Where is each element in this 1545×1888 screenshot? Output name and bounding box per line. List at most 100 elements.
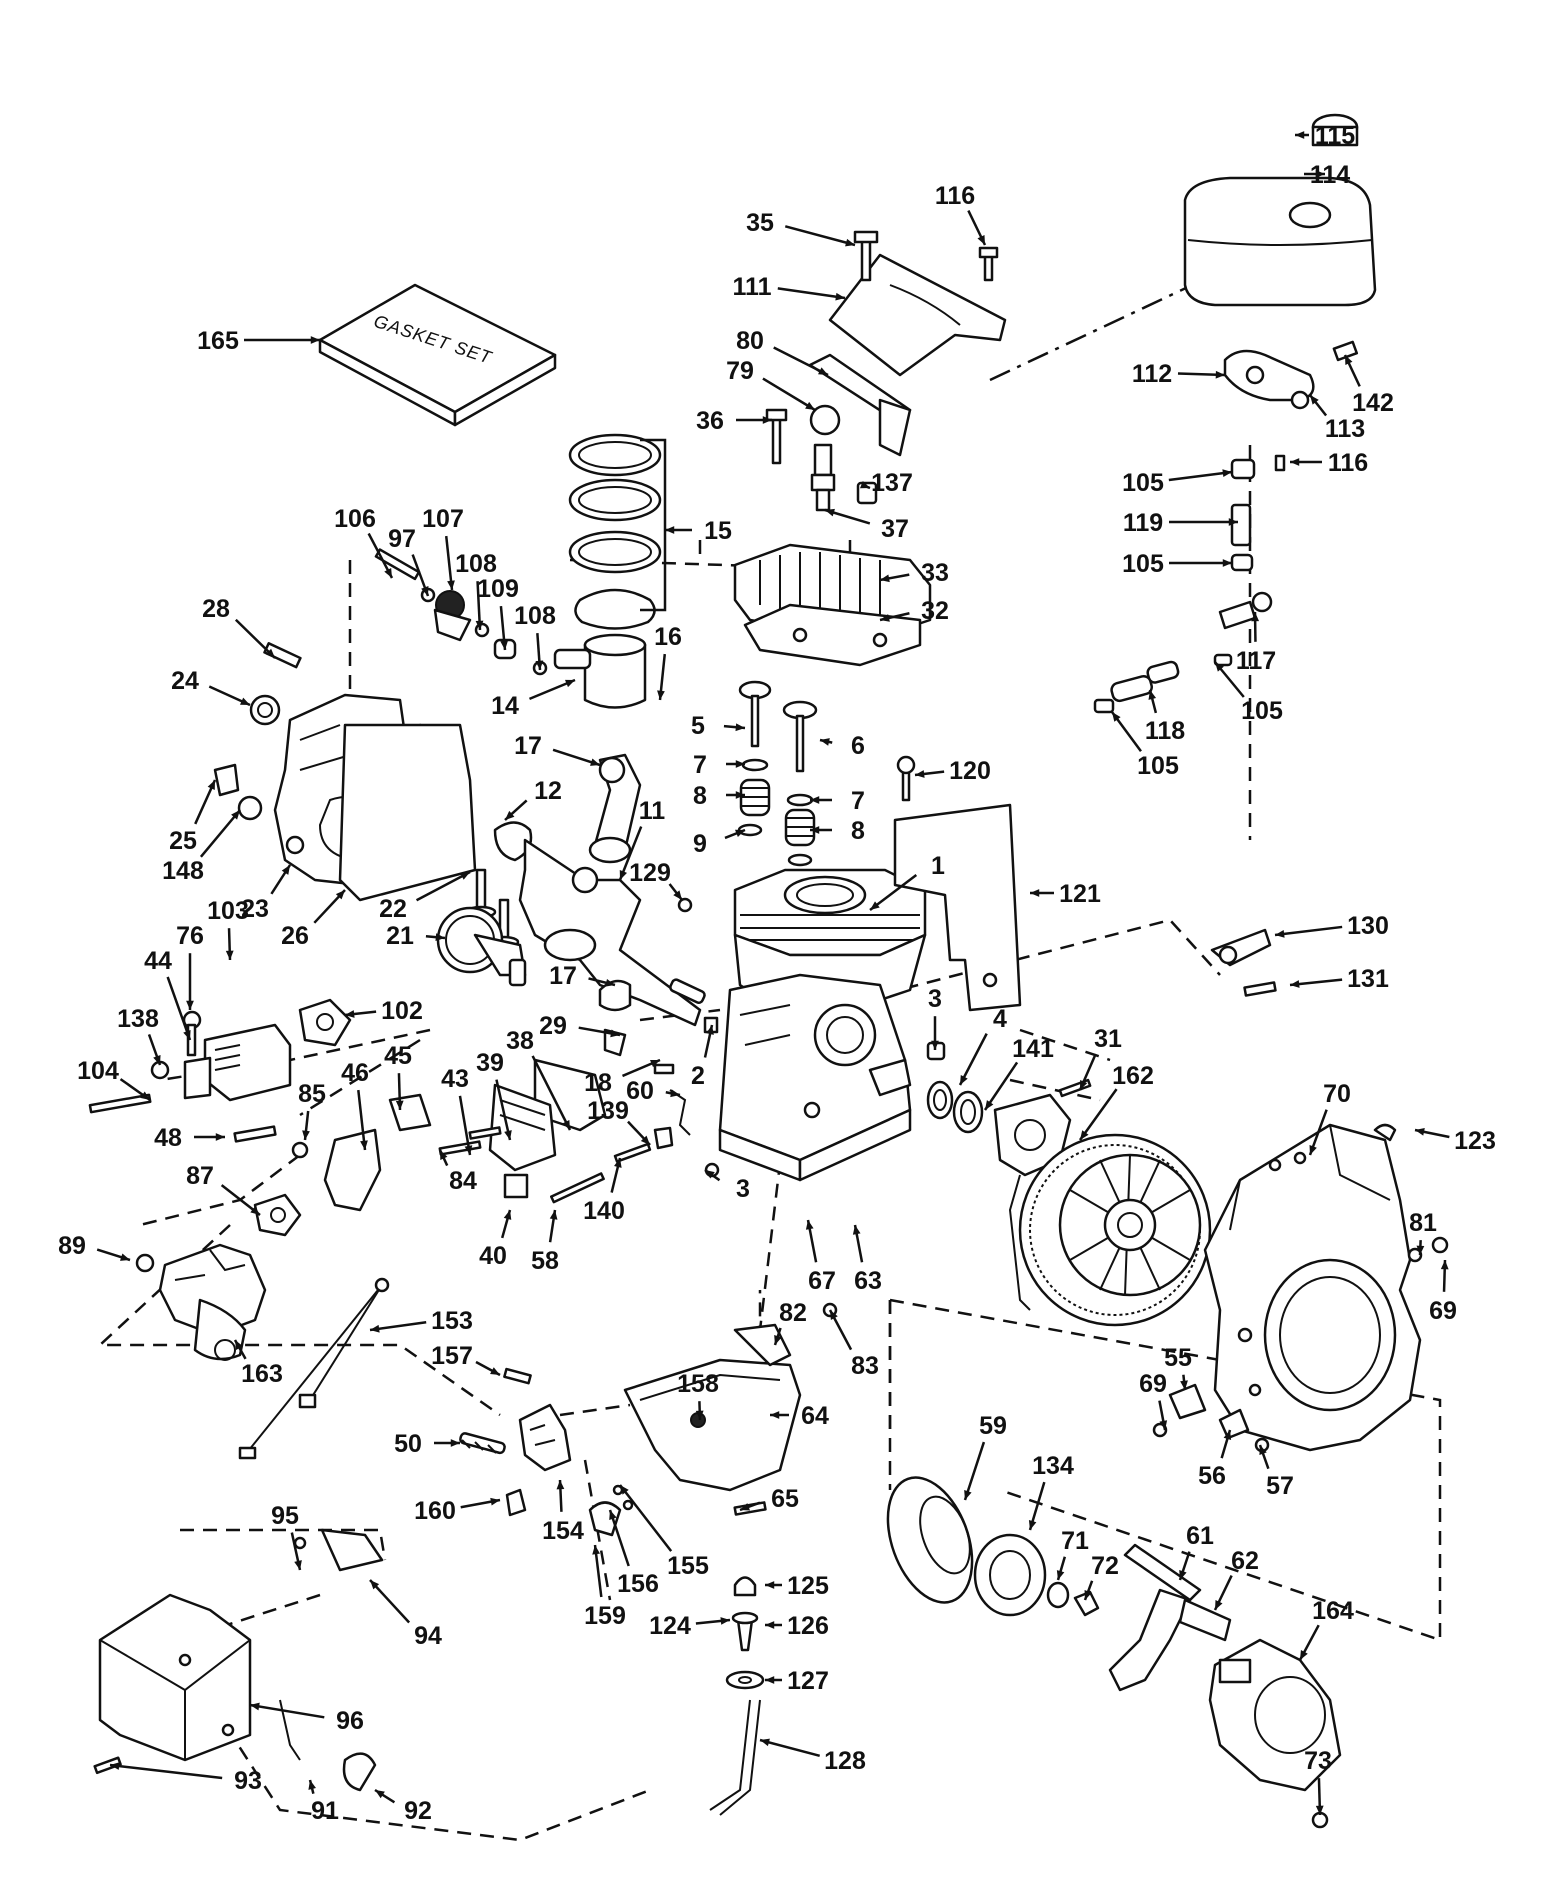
part-number-label: 124 [649, 1612, 691, 1640]
leader-line [759, 1738, 821, 1758]
leader-line [109, 1763, 223, 1780]
leader-arrowhead [370, 1324, 380, 1333]
leader-arrowhead [475, 620, 484, 630]
deflector-plate [893, 755, 1022, 1012]
leader-arrowhead [860, 481, 870, 489]
part-number-label: 14 [491, 692, 519, 720]
leader-arrowhead [765, 1676, 775, 1684]
oil-seals [926, 1080, 984, 1134]
part-number-label: 5 [691, 712, 705, 740]
leader-arrowhead [370, 1580, 380, 1590]
leader-arrowhead [609, 1510, 617, 1520]
part-number-label: 105 [1241, 697, 1283, 725]
part-number-label: 4 [993, 1005, 1007, 1033]
leader-line [199, 809, 241, 858]
small-linkage-parts [598, 979, 946, 1178]
ignition-module [438, 1058, 674, 1204]
part-number-label: 105 [1137, 752, 1179, 780]
part-number-label: 64 [801, 1402, 829, 1430]
part-number-label: 55 [1164, 1344, 1192, 1372]
part-number-label: 17 [549, 962, 577, 990]
connecting-rod [588, 753, 642, 864]
part-number-label: 46 [341, 1059, 369, 1087]
leader-arrowhead [1084, 1590, 1092, 1600]
leader-arrowhead [619, 870, 628, 880]
starter-pulley [886, 1476, 1100, 1617]
leader-arrowhead [590, 758, 600, 766]
part-number-label: 93 [234, 1767, 262, 1795]
leader-arrowhead [1309, 1145, 1317, 1155]
leader-arrowhead [505, 810, 515, 820]
leader-arrowhead [740, 1503, 750, 1511]
leader-arrowhead [183, 1030, 191, 1040]
leader-arrowhead [1080, 1080, 1088, 1090]
leader-arrowhead [810, 826, 820, 834]
part-number-label: 73 [1304, 1747, 1332, 1775]
part-number-label: 8 [851, 817, 865, 845]
part-number-label: 33 [921, 559, 949, 587]
leader-arrowhead [207, 780, 215, 790]
leader-arrowhead [1290, 458, 1300, 466]
leader-arrowhead [1056, 1570, 1065, 1580]
part-number-label: 91 [311, 1797, 339, 1825]
leader-arrowhead [695, 1410, 704, 1420]
leader-line [1274, 925, 1343, 937]
leader-line [458, 1095, 472, 1156]
leader-arrowhead [1112, 712, 1121, 722]
leader-arrowhead [1440, 1260, 1449, 1270]
leader-arrowhead [504, 1130, 512, 1140]
part-number-label: 83 [851, 1352, 879, 1380]
leader-line [784, 225, 856, 247]
part-number-label: 103 [207, 897, 249, 925]
leader-arrowhead [852, 1225, 861, 1235]
leader-line [166, 976, 192, 1041]
leader-line [618, 826, 643, 881]
leader-arrowhead [720, 1617, 730, 1625]
leader-line [983, 1061, 1019, 1111]
part-number-label: 106 [334, 505, 376, 533]
part-number-label: 89 [58, 1232, 86, 1260]
leader-arrowhead [985, 1100, 994, 1110]
part-number-label: 9 [693, 830, 707, 858]
camshaft-gear [436, 906, 527, 987]
part-number-label: 102 [381, 997, 423, 1025]
part-number-label: 158 [677, 1370, 719, 1398]
leader-arrowhead [1315, 170, 1325, 178]
part-number-label: 62 [1231, 1547, 1259, 1575]
leader-arrowhead [1416, 1245, 1425, 1255]
leader-arrowhead [880, 614, 890, 622]
part-number-label: 7 [693, 751, 707, 779]
leader-arrowhead [265, 648, 275, 658]
part-number-label: 121 [1059, 880, 1101, 908]
tank-bracket [1223, 340, 1359, 410]
crankcase-cover [213, 642, 533, 902]
part-number-label: 111 [733, 273, 772, 301]
part-number-label: 67 [808, 1267, 836, 1295]
leader-arrowhead [384, 568, 392, 578]
part-number-label: 164 [1312, 1597, 1354, 1625]
leader-arrowhead [805, 401, 815, 410]
leader-line [249, 1703, 325, 1719]
part-number-label: 128 [824, 1747, 866, 1775]
leader-arrowhead [735, 723, 745, 732]
valves [738, 680, 818, 773]
part-number-label: 12 [534, 777, 562, 805]
leader-line [773, 346, 829, 377]
part-number-label: 28 [202, 595, 230, 623]
leader-line [369, 1579, 411, 1624]
leader-arrowhead [1179, 1570, 1187, 1580]
part-number-label: 11 [639, 797, 666, 825]
part-number-label: 80 [736, 327, 764, 355]
gasket-set-box: GASKET SET [318, 283, 557, 427]
leader-arrowhead [1080, 1130, 1089, 1140]
leader-arrowhead [240, 697, 250, 705]
leader-arrowhead [1228, 518, 1238, 526]
part-number-label: 18 [584, 1069, 612, 1097]
leader-arrowhead [1345, 355, 1353, 365]
part-number-label: 43 [441, 1065, 469, 1093]
leader-arrowhead [915, 770, 925, 778]
leader-line [963, 1441, 986, 1501]
piston [553, 633, 647, 709]
leader-arrowhead [231, 810, 240, 820]
part-number-label: 60 [626, 1077, 654, 1105]
